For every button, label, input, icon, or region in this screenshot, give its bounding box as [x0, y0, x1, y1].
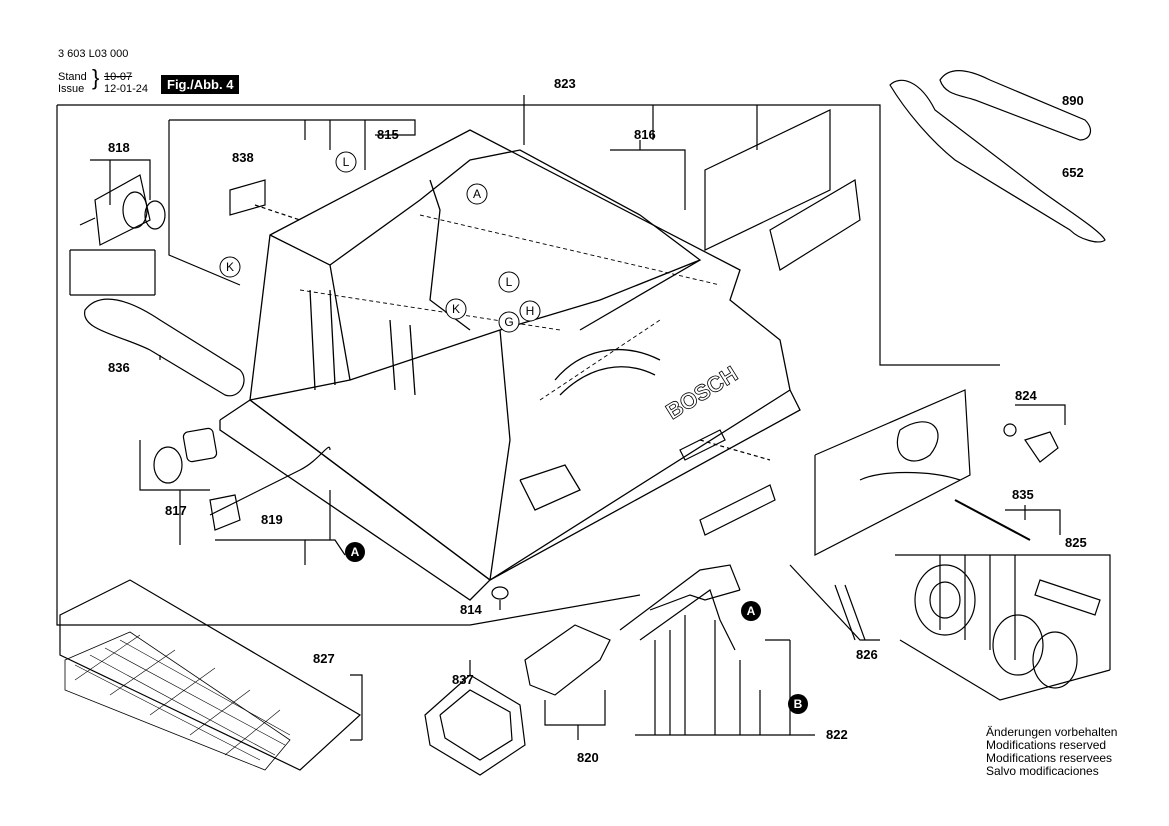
part-816: 816 [634, 127, 656, 142]
riving-knife-plate [769, 179, 861, 271]
part-815: 815 [377, 127, 399, 142]
group-frame-main-left [56, 105, 641, 626]
marker-a-filled-2: A [741, 601, 761, 621]
stand-date: 10-07 [104, 71, 133, 83]
part-814: 814 [460, 602, 482, 617]
figure-label: Fig./Abb. 4 [161, 75, 240, 94]
footer-note-fr: Modifications reservees [986, 751, 1113, 765]
issue-date: 12-01-24 [104, 83, 149, 95]
part-827: 827 [313, 651, 335, 666]
part-837: 837 [452, 672, 474, 687]
marker-k-2: K [445, 298, 467, 320]
svg-text:K: K [452, 302, 460, 316]
stand-label: Stand [58, 71, 87, 83]
issue-label: Issue [58, 83, 85, 95]
switch-cover-837 [424, 674, 526, 776]
footer-note-de: Änderungen vorbehalten [986, 725, 1118, 739]
part-835: 835 [1012, 487, 1034, 502]
part-817: 817 [165, 503, 187, 518]
marker-a-1: A [466, 183, 488, 205]
footer-note-es: Salvo modificaciones [986, 764, 1099, 778]
part-820: 820 [577, 750, 599, 765]
marker-l-1: L [335, 151, 357, 173]
part-836: 836 [108, 360, 130, 375]
lead-screw-835 [954, 499, 1031, 541]
svg-text:K: K [226, 260, 234, 274]
svg-text:G: G [504, 315, 513, 329]
part-825: 825 [1065, 535, 1087, 550]
power-cord [209, 446, 331, 516]
marker-b-filled: B [788, 694, 808, 714]
footer-note-en: Modifications reserved [986, 738, 1107, 752]
table-base-body [219, 129, 801, 601]
svg-text:B: B [794, 697, 803, 711]
brace-glyph: } [92, 65, 100, 90]
handwheel-825 [914, 564, 976, 636]
part-824: 824 [1015, 388, 1037, 403]
part-822: 822 [826, 727, 848, 742]
knob-817 [139, 427, 218, 545]
svg-text:A: A [473, 187, 481, 201]
part-652: 652 [1062, 165, 1084, 180]
marker-h: H [519, 300, 541, 322]
blade-guard-plate [704, 109, 831, 251]
label-plate-838 [229, 179, 266, 216]
svg-text:A: A [351, 545, 360, 559]
grid-plate-827 [59, 579, 363, 771]
svg-text:L: L [506, 275, 513, 289]
part-823: 823 [554, 76, 576, 91]
hose-836 [69, 249, 245, 397]
part-818: 818 [108, 140, 130, 155]
foot-814 [491, 586, 509, 600]
side-panel [814, 389, 971, 556]
svg-text:L: L [343, 155, 350, 169]
brand-on-part: BOSCH [661, 361, 742, 424]
marker-k-1: K [219, 256, 241, 278]
document-number: 3 603 L03 000 [58, 48, 129, 60]
switch-820 [524, 624, 611, 696]
part-826: 826 [856, 647, 878, 662]
group-frame-main-top [57, 104, 1000, 366]
knob-824 [1024, 431, 1059, 463]
marker-a-filled-1: A [345, 542, 365, 562]
dust-port-818 [79, 159, 166, 246]
svg-text:A: A [747, 604, 756, 618]
part-890: 890 [1062, 93, 1084, 108]
part-838: 838 [232, 150, 254, 165]
svg-text:H: H [526, 304, 535, 318]
marker-g: G [498, 311, 520, 333]
push-stick-652 [889, 70, 1106, 243]
part-819: 819 [261, 512, 283, 527]
marker-l-2: L [498, 271, 520, 293]
